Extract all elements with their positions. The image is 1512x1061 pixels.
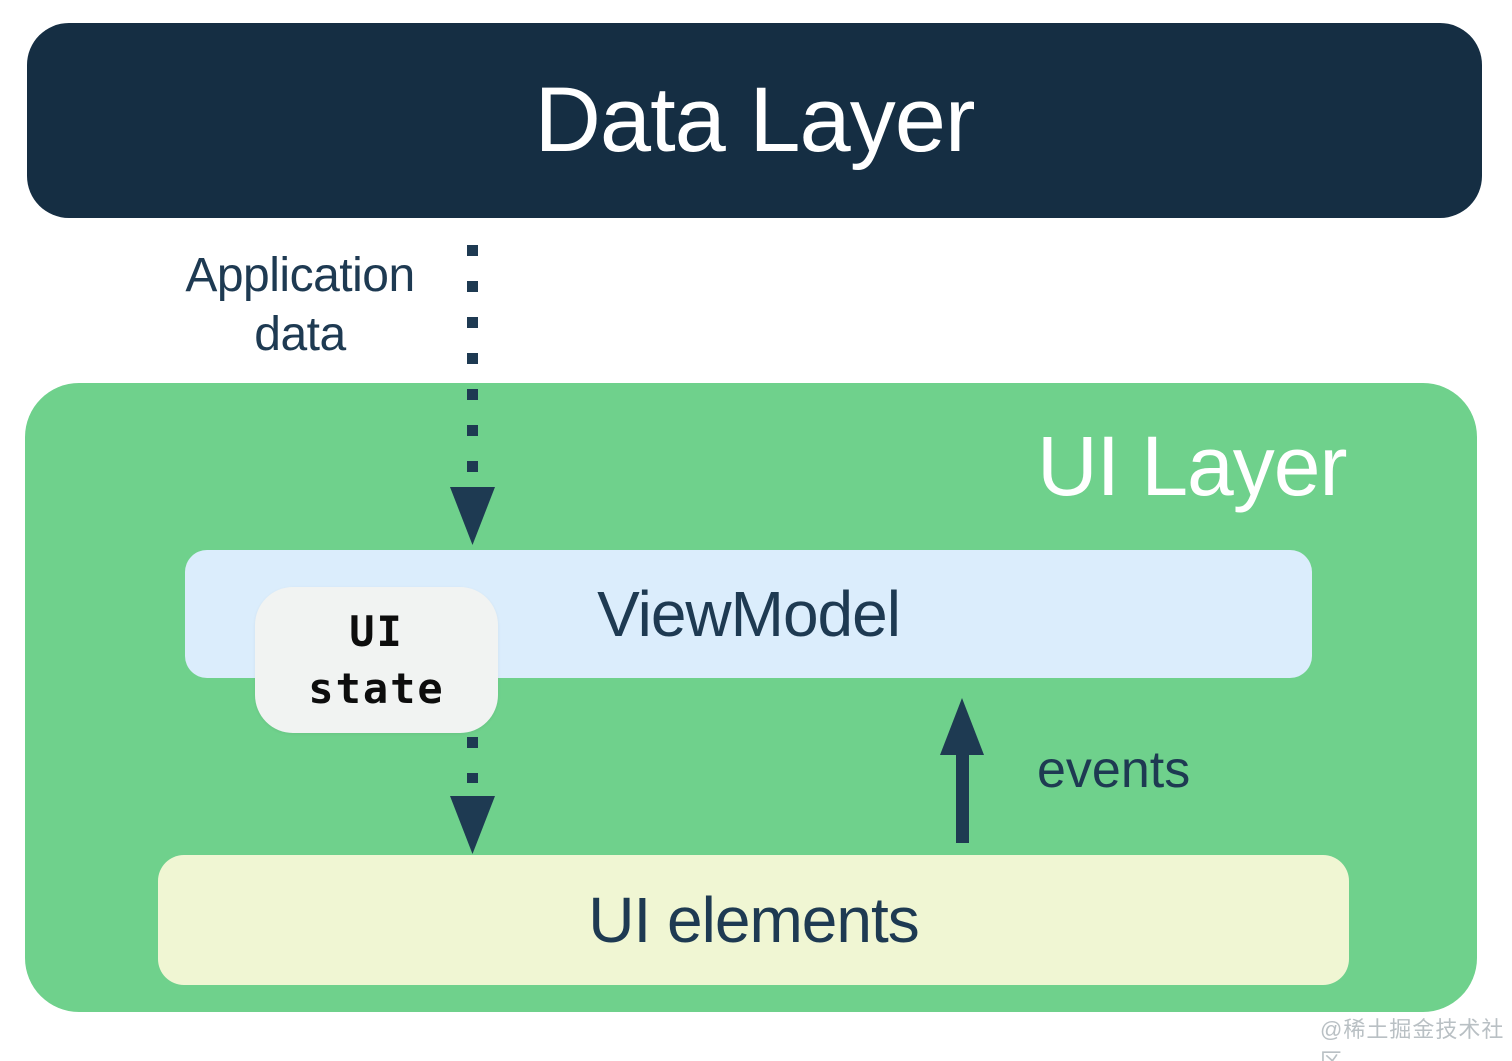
ui-elements-bar: UI elements: [158, 855, 1349, 985]
ui-state-chip: UI state: [255, 587, 498, 733]
data-layer-box: Data Layer: [27, 23, 1482, 218]
ui-layer-label: UI Layer: [1037, 419, 1347, 513]
events-label: events: [1037, 741, 1191, 799]
data-layer-label: Data Layer: [534, 69, 975, 171]
application-data-label: Application data: [185, 249, 415, 361]
events-arrow-line: [956, 750, 969, 843]
ui-state-label: UI state: [308, 607, 445, 713]
application-data-arrow-line: [467, 245, 478, 479]
watermark: @稀土掘金技术社区: [1320, 1017, 1505, 1061]
ui-state-arrow-line: [467, 737, 478, 783]
ui-elements-label: UI elements: [588, 884, 919, 956]
viewmodel-label: ViewModel: [597, 578, 901, 650]
